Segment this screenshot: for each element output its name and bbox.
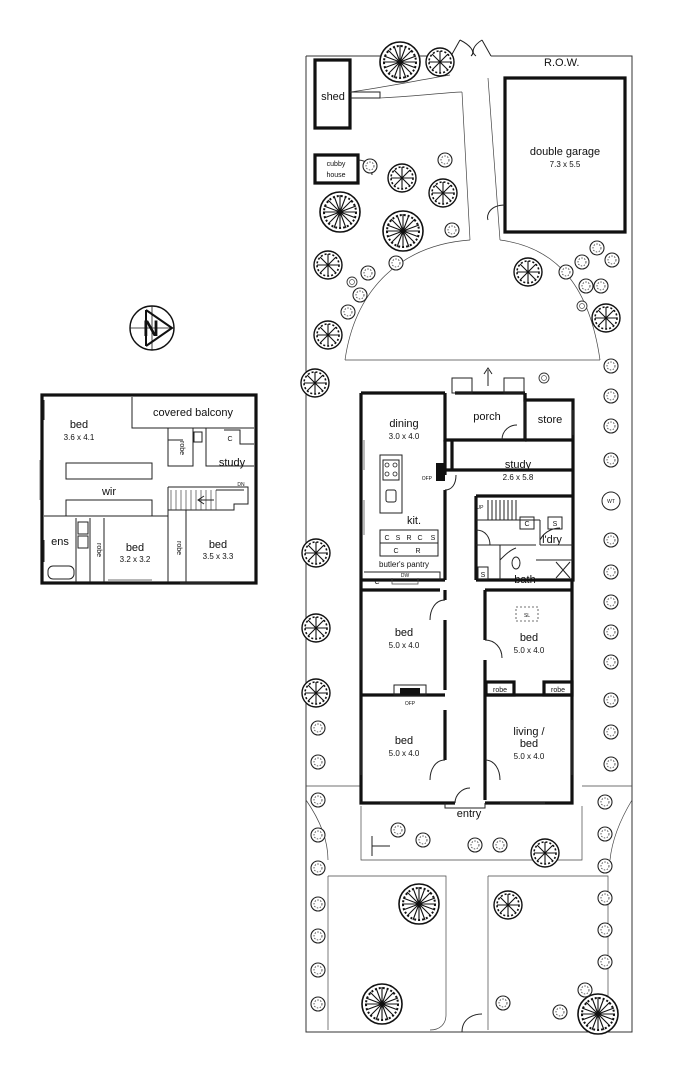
bed-front-left-dim: 5.0 x 4.0 bbox=[389, 749, 420, 758]
dining-dim: 3.0 x 4.0 bbox=[389, 432, 420, 441]
ofp-top-label: OFP bbox=[422, 476, 433, 482]
pantry-code-3: R bbox=[406, 535, 411, 542]
ground-study-dim: 2.6 x 5.8 bbox=[503, 473, 534, 482]
store-label: store bbox=[538, 414, 562, 426]
skylight-label: SL bbox=[524, 613, 530, 619]
butlers-pantry-label: butler's pantry bbox=[379, 560, 429, 569]
garage-label: double garage bbox=[530, 146, 600, 158]
bed-mid-left-label: bed bbox=[395, 627, 413, 639]
upper-bed2-label: bed bbox=[126, 542, 144, 554]
row-label: R.O.W. bbox=[544, 57, 579, 69]
bed-front-left-label: bed bbox=[395, 735, 413, 747]
shed-label: shed bbox=[321, 91, 345, 103]
pantry-code-7: R bbox=[415, 548, 420, 555]
upper-bed3-label: bed bbox=[209, 539, 227, 551]
wir-label: wir bbox=[101, 486, 116, 498]
pantry-code-5: S bbox=[431, 535, 436, 542]
upper-robe-mid-label: robe bbox=[175, 541, 182, 555]
covered-balcony-label: covered balcony bbox=[153, 407, 234, 419]
double-garage: double garage 7.3 x 5.5 bbox=[487, 76, 627, 234]
laundry-label: l'dry bbox=[542, 534, 562, 546]
water-tank-label: WT bbox=[607, 499, 615, 505]
ofp-bottom-label: OFP bbox=[405, 701, 416, 707]
shed: shed bbox=[313, 58, 381, 130]
pantry-c-label: C bbox=[374, 579, 379, 586]
stair-up-label: UP bbox=[477, 505, 485, 511]
upper-bed3-dim: 3.5 x 3.3 bbox=[203, 552, 234, 561]
ground-floor-plan: porch store dining 3.0 x 4.0 study 2.6 x… bbox=[359, 367, 575, 856]
pantry-code-1: C bbox=[384, 535, 389, 542]
garden-paths bbox=[305, 39, 633, 1033]
cubby-label-line1: cubby bbox=[327, 161, 346, 168]
ground-study-label: study bbox=[505, 459, 532, 471]
cubby-label-line2: house bbox=[326, 172, 345, 179]
ens-label: ens bbox=[51, 536, 69, 548]
porch-label: porch bbox=[473, 411, 501, 423]
bath-s-label: S bbox=[481, 572, 486, 579]
upper-bed2-dim: 3.2 x 3.2 bbox=[120, 555, 151, 564]
north-arrow-icon: N bbox=[129, 305, 175, 351]
upper-bed-main-dim: 3.6 x 4.1 bbox=[64, 433, 95, 442]
bed-mid-right-label: bed bbox=[520, 632, 538, 644]
upper-dn-label: DN bbox=[237, 482, 245, 488]
laundry-c-label: C bbox=[524, 521, 529, 528]
upper-floor-plan: bed 3.6 x 4.1 covered balcony robe C stu… bbox=[39, 393, 258, 585]
upper-robe-top-label: robe bbox=[178, 441, 185, 455]
dw-label: DW bbox=[401, 573, 410, 579]
upper-robe-left-label: robe bbox=[95, 543, 102, 557]
upper-study-label: study bbox=[219, 457, 246, 469]
upper-bed-main-label: bed bbox=[70, 419, 88, 431]
pantry-code-6: C bbox=[393, 548, 398, 555]
water-tank: WT bbox=[601, 491, 621, 511]
kitchen-label: kit. bbox=[407, 515, 421, 527]
robe-a-label: robe bbox=[493, 687, 507, 694]
upper-c-label: C bbox=[227, 436, 232, 443]
garage-dim: 7.3 x 5.5 bbox=[550, 160, 581, 169]
living-bed-label-line1: living / bbox=[513, 726, 545, 738]
dining-label: dining bbox=[389, 418, 418, 430]
pantry-code-2: S bbox=[396, 535, 401, 542]
living-bed-dim: 5.0 x 4.0 bbox=[514, 752, 545, 761]
compass-letter: N bbox=[143, 316, 159, 341]
bath-label: bath bbox=[514, 574, 535, 586]
robe-b-label: robe bbox=[551, 687, 565, 694]
laundry-s-label: S bbox=[553, 521, 558, 528]
living-bed-label-line2: bed bbox=[520, 738, 538, 750]
bed-mid-right-dim: 5.0 x 4.0 bbox=[514, 646, 545, 655]
entry-label: entry bbox=[457, 808, 482, 820]
pantry-code-4: C bbox=[417, 535, 422, 542]
bed-mid-left-dim: 5.0 x 4.0 bbox=[389, 641, 420, 650]
